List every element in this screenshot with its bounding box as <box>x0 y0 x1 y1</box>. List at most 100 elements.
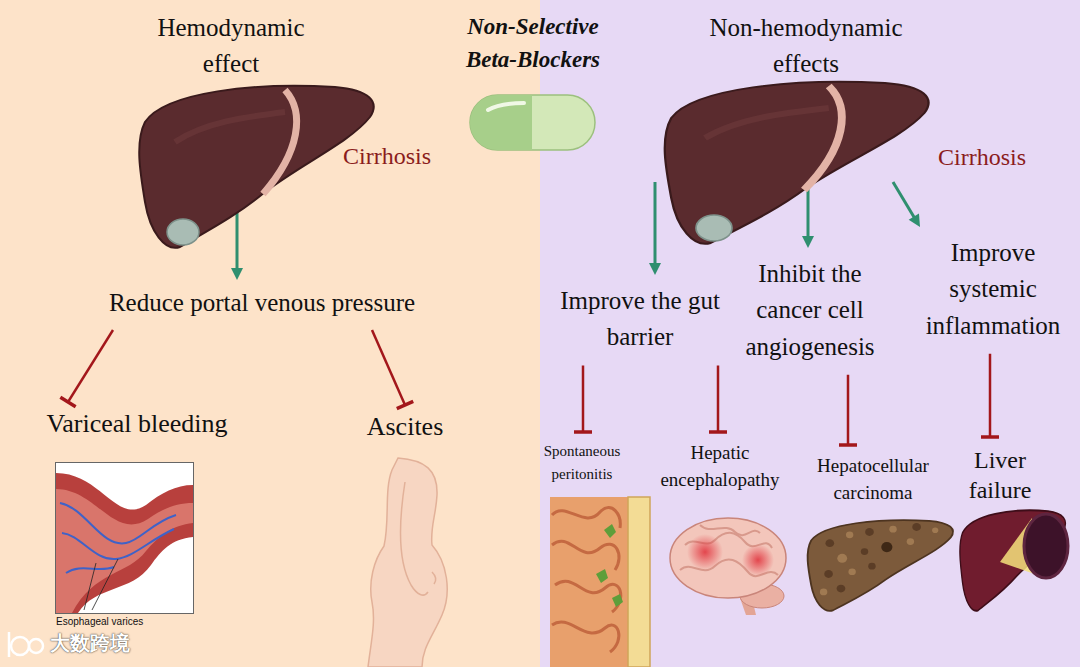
outcome-label: Spontaneous peritonitis <box>537 440 627 485</box>
peritoneum-strip <box>628 497 650 667</box>
effect-arrow <box>802 182 814 248</box>
liver-section <box>1024 514 1068 578</box>
connector-line <box>654 182 657 265</box>
tumor-nodule <box>889 526 896 533</box>
connector-line <box>989 354 992 437</box>
arrow-head <box>649 263 661 275</box>
tumor-nodule <box>907 538 914 545</box>
brain-gyrus <box>700 525 760 535</box>
left-panel: Hemodynamic effectCirrhosisReduce portal… <box>0 0 540 667</box>
tumor-nodule <box>881 542 892 552</box>
liver-ligament <box>804 86 842 190</box>
tumor-nodule <box>820 589 827 596</box>
arm-line <box>400 482 428 595</box>
panel-heading: Hemodynamic effect <box>146 10 316 83</box>
inhibition-connector <box>574 366 592 433</box>
pill-icon <box>470 95 595 150</box>
varix-vein <box>62 529 174 559</box>
logo-ring <box>29 639 43 653</box>
liver-drawing <box>660 78 930 248</box>
brain-figure <box>670 518 786 615</box>
connector-line <box>893 182 915 218</box>
outcome-text: Hepatic encephalopathy <box>650 440 790 493</box>
bacteria-spot <box>612 594 623 607</box>
tumor-nodule <box>837 585 846 593</box>
watermark-text: 大数跨境 <box>50 631 130 655</box>
arrow-head <box>802 236 814 248</box>
navel-line <box>432 572 436 584</box>
outcome-label: Variceal bleeding <box>30 408 245 439</box>
connector-line <box>582 366 585 433</box>
connector-line <box>372 330 405 405</box>
effect-label: Inhibit the cancer cell angiogenesis <box>735 256 885 365</box>
connector-line <box>236 206 239 270</box>
liver-figure: Cirrhosis <box>645 78 1050 178</box>
inhibition-connector <box>981 354 999 437</box>
liver-lobe <box>665 82 929 244</box>
tumor-nodule <box>912 523 921 531</box>
inhibition-connector <box>60 330 113 407</box>
inhibition-bar <box>574 430 592 434</box>
effect-text: Improve the gut barrier <box>545 283 735 356</box>
outcome-text: Variceal bleeding <box>30 408 245 439</box>
intestine-loop <box>552 541 619 570</box>
intestine-ground <box>550 497 650 667</box>
tumor-nodule <box>837 554 847 563</box>
inflamed-spot <box>742 544 774 576</box>
connector-line <box>717 366 720 433</box>
liver-shading <box>175 112 285 142</box>
tumor-nodule <box>865 528 874 536</box>
intestine-loop <box>552 508 620 528</box>
outcome-label: Ascites <box>355 411 455 442</box>
effect-arrow <box>649 182 661 275</box>
outcome-text: Hepatocellular carcinoma <box>803 453 943 506</box>
arrow-head <box>231 268 243 280</box>
effect-text: Reduce portal venous pressure <box>97 288 427 318</box>
tumor-nodule <box>868 563 875 570</box>
effect-text: Improve systemic inflammation <box>918 235 1068 344</box>
effect-label: Improve systemic inflammation <box>918 235 1068 344</box>
outcome-label: Hepatic encephalopathy <box>650 440 790 493</box>
inhibition-bar <box>709 430 727 434</box>
body-silhouette <box>368 458 447 667</box>
tumor-nodule <box>824 570 833 578</box>
connector-line <box>847 375 850 445</box>
gallbladder <box>696 215 732 241</box>
liver-shading <box>705 108 829 138</box>
inflamed-spot <box>687 534 723 570</box>
arrow-head <box>909 214 920 227</box>
figure-caption: Esophageal varices <box>56 616 193 628</box>
effect-arrow <box>893 182 920 227</box>
effect-label: Reduce portal venous pressure <box>97 288 427 318</box>
pill-body <box>470 95 595 150</box>
watermark-holder: 大数跨境 <box>50 631 130 655</box>
intestine-figure <box>550 497 650 667</box>
hcc-liver-figure <box>808 520 953 611</box>
leader-line <box>92 559 118 610</box>
connector-line <box>68 330 113 402</box>
outcome-text: Ascites <box>355 411 455 442</box>
pill-half <box>470 95 532 150</box>
gallbladder <box>167 219 199 245</box>
outcome-label: Hepatocellular carcinoma <box>803 453 943 506</box>
inhibition-connector <box>372 330 413 409</box>
logo-ring <box>11 637 29 655</box>
leader-line <box>84 563 96 610</box>
organ-label: Cirrhosis <box>343 142 450 171</box>
inhibition-bar <box>981 435 999 439</box>
pill-highlight <box>488 103 524 110</box>
ascites-figure <box>368 458 447 667</box>
varices-figure: Esophageal varices <box>55 462 194 614</box>
outcome-text: Spontaneous peritonitis <box>537 440 627 485</box>
intestine-loop <box>552 622 619 652</box>
tumor-nodule <box>848 568 855 575</box>
tumor-nodule <box>932 528 938 534</box>
logo-bar <box>8 632 11 657</box>
liver-ligament <box>263 90 297 194</box>
inhibition-bar <box>60 397 75 407</box>
liver-lobe <box>139 86 373 248</box>
varices-drawing <box>56 463 193 613</box>
liver-drawing <box>135 82 375 252</box>
outcome-label: Liver failure <box>950 445 1050 505</box>
